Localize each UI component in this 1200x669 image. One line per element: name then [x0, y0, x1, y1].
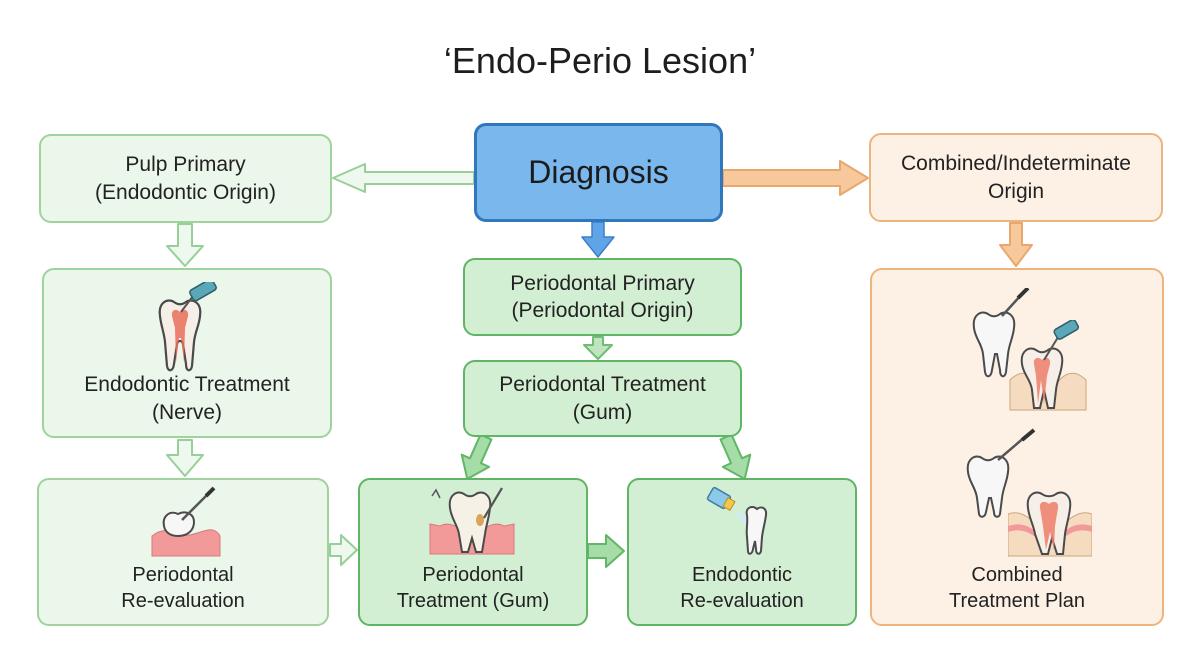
tooth-drill-icon: [158, 282, 217, 372]
combined-treatment-plan-box[interactable]: Combined Treatment Plan: [870, 268, 1164, 626]
combined-treatment-plan-line-2: Treatment Plan: [949, 590, 1085, 612]
arrow-to-combined-plan: [999, 222, 1033, 267]
diagnosis-label: Diagnosis: [528, 153, 669, 190]
arrow-to-combined-origin: [722, 160, 869, 196]
arrow-gum-treatment-to-endo-reeval: [587, 534, 625, 568]
periodontal-primary-line-2: (Periodontal Origin): [511, 299, 694, 322]
combined-treatment-plan-line-1: Combined: [971, 564, 1063, 586]
arrow-to-endodontic-treatment: [166, 223, 204, 267]
combined-origin-line-2: Origin: [987, 179, 1045, 203]
arrow-to-endodontic-reevaluation: [719, 433, 752, 481]
endodontic-treatment-line-1: Endodontic Treatment: [84, 373, 290, 397]
gum-scaler-icon: [151, 486, 221, 557]
arrow-to-periodontal-primary: [581, 221, 615, 258]
pulp-primary-line-2: (Endodontic Origin): [95, 180, 276, 204]
tooth-light-icon: [706, 486, 768, 555]
tooth-scaler-icon: [429, 487, 515, 555]
periodontal-treatment-line-1: Periodontal Treatment: [499, 373, 706, 397]
periodontal-primary-box[interactable]: Periodontal Primary (Periodontal Origin): [463, 258, 742, 336]
diagnosis-box[interactable]: Diagnosis: [474, 123, 723, 222]
pulp-primary-box[interactable]: Pulp Primary (Endodontic Origin): [39, 134, 332, 223]
endodontic-reevaluation-line-1: Endodontic: [691, 564, 793, 586]
arrow-to-pulp-primary: [332, 163, 475, 193]
arrow-to-periodontal-treatment: [583, 336, 613, 360]
combined-origin-box[interactable]: Combined/Indeterminate Origin: [869, 133, 1163, 222]
endodontic-treatment-line-2: (Nerve): [151, 400, 222, 424]
diagram-title: ‘Endo-Perio Lesion’: [443, 40, 757, 81]
tooth-root-icon: [1009, 320, 1087, 411]
endodontic-reevaluation-box[interactable]: Endodontic Re-evaluation: [627, 478, 857, 626]
tooth-root-icon: [1008, 491, 1092, 557]
tooth-drill-icon: [966, 428, 1036, 518]
tooth-drill-icon: [972, 288, 1030, 378]
periodontal-treatment-box[interactable]: Periodontal Treatment (Gum): [463, 360, 742, 437]
periodontal-primary-line-1: Periodontal Primary: [510, 271, 695, 295]
combined-origin-line-1: Combined/Indeterminate: [901, 152, 1131, 176]
periodontal-reevaluation-line-1: Periodontal: [132, 564, 234, 586]
periodontal-treatment-gum-line-2: Treatment (Gum): [396, 590, 550, 612]
periodontal-treatment-gum-line-1: Periodontal: [422, 564, 524, 586]
periodontal-treatment-line-2: (Gum): [572, 400, 633, 424]
arrow-to-periodontal-reevaluation: [166, 439, 204, 477]
periodontal-reevaluation-line-2: Re-evaluation: [121, 590, 245, 612]
arrow-to-periodontal-treatment-gum: [460, 433, 493, 481]
pulp-primary-line-1: Pulp Primary: [125, 153, 246, 177]
arrow-reeval-to-gum-treatment: [329, 534, 358, 566]
endodontic-reevaluation-line-2: Re-evaluation: [680, 590, 804, 612]
